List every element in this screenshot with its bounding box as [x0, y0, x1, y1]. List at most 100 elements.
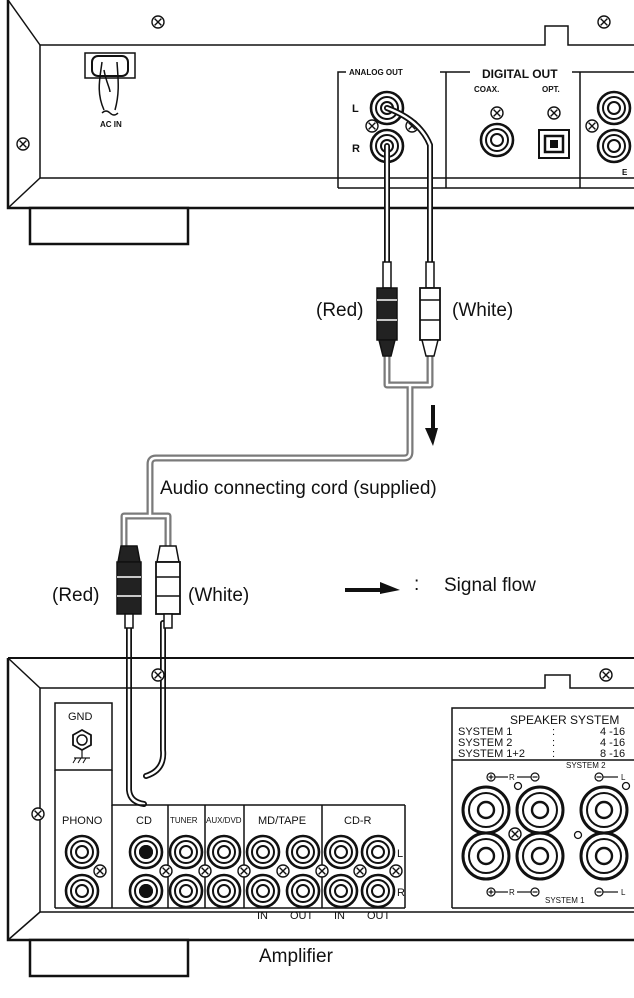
screw-icon	[490, 106, 504, 120]
gnd-terminal-icon	[72, 728, 92, 764]
r-bottom-label: R	[509, 888, 515, 897]
cd-r-plug-tip	[139, 884, 153, 898]
cd-r-out-r-jack	[360, 873, 396, 909]
screw-icon	[276, 864, 290, 878]
screw-icon	[353, 864, 367, 878]
white-plug-bottom	[155, 545, 181, 629]
l-top-label: L	[621, 773, 626, 782]
aux-dvd-label: AUX/DVD	[206, 816, 242, 825]
system-2-row: SYSTEM 2	[458, 737, 512, 749]
cd-right-label: R	[352, 143, 360, 155]
cd-r-in-l-jack	[323, 834, 359, 870]
amp-right-label: R	[397, 887, 405, 899]
cd-player-rear-panel: AC IN ANALOG OUT DIGITAL OUT COAX. OPT. …	[6, 0, 634, 246]
tuner-r-jack	[168, 873, 204, 909]
cd-r-in-label: IN	[334, 910, 345, 922]
md-tape-out-r-jack	[285, 873, 321, 909]
screw-icon	[508, 827, 522, 841]
cut-off-jack	[596, 90, 632, 126]
digital-out-label: DIGITAL OUT	[482, 67, 558, 81]
amp-left-label: L	[397, 848, 403, 860]
screw-icon	[547, 106, 561, 120]
tuner-l-jack	[168, 834, 204, 870]
screw-icon	[16, 137, 30, 151]
coax-label: COAX.	[474, 85, 499, 94]
md-tape-out-label: OUT	[290, 910, 314, 922]
screw-icon	[389, 864, 403, 878]
screw-icon	[237, 864, 251, 878]
legend-colon: :	[414, 574, 419, 595]
md-tape-out-l-jack	[285, 834, 321, 870]
md-tape-in-r-jack	[245, 873, 281, 909]
ohm-1: 4 -16	[600, 726, 625, 738]
colon-3: :	[552, 748, 555, 760]
system-1-label: SYSTEM 1	[545, 896, 585, 905]
system-2-r-minus-terminal	[515, 785, 565, 835]
analog-out-label: ANALOG OUT	[349, 68, 403, 77]
red-label-bottom: (Red)	[52, 585, 100, 606]
opt-label: OPT.	[542, 85, 560, 94]
cd-left-label: L	[352, 103, 359, 115]
system-2-label: SYSTEM 2	[566, 761, 606, 770]
indicator-dot	[621, 781, 631, 791]
phono-label: PHONO	[62, 815, 103, 827]
cd-player-foot	[28, 206, 190, 246]
screw-icon	[159, 864, 173, 878]
gnd-label: GND	[68, 711, 93, 723]
white-label-top: (White)	[452, 300, 513, 321]
cut-letter: E	[622, 168, 628, 177]
optical-jack	[538, 129, 570, 159]
screw-icon	[151, 15, 165, 29]
red-label-top: (Red)	[316, 300, 364, 321]
aux-dvd-l-jack	[206, 834, 242, 870]
system-2-l-terminal	[579, 785, 629, 835]
cd-r-in-r-jack	[323, 873, 359, 909]
indicator-dot	[513, 781, 523, 791]
ohm-2: 4 -16	[600, 737, 625, 749]
screw-icon	[315, 864, 329, 878]
system-1-l-terminal	[579, 831, 629, 881]
amplifier-caption: Amplifier	[259, 946, 334, 967]
cd-r-out-label: OUT	[367, 910, 391, 922]
polarity-marker-top	[486, 772, 618, 782]
screw-icon	[31, 807, 45, 821]
screw-icon	[93, 864, 107, 878]
signal-flow-arrow-icon	[425, 405, 438, 446]
screw-icon	[599, 668, 613, 682]
audio-connecting-cord	[120, 105, 434, 807]
signal-flow-label: Signal flow	[444, 575, 536, 596]
polarity-marker-bottom	[486, 887, 618, 897]
system-1-2-row: SYSTEM 1+2	[458, 748, 525, 760]
phono-l-jack	[64, 834, 100, 870]
system-1-r-minus-terminal	[515, 831, 565, 881]
md-tape-label: MD/TAPE	[258, 815, 306, 827]
signal-flow-legend: : Signal flow	[345, 574, 536, 596]
amplifier-foot	[28, 938, 190, 978]
cd-input-label: CD	[136, 815, 152, 827]
system-1-row: SYSTEM 1	[458, 726, 512, 738]
speaker-system-label: SPEAKER SYSTEM	[510, 713, 619, 727]
screw-icon	[365, 119, 379, 133]
tuner-label: TUNER	[170, 816, 198, 825]
r-top-label: R	[509, 773, 515, 782]
screw-icon	[151, 668, 165, 682]
ac-in-label: AC IN	[100, 120, 122, 129]
white-plug-top	[419, 261, 441, 357]
screw-icon	[198, 864, 212, 878]
ac-in-socket	[84, 52, 136, 116]
phono-r-jack	[64, 873, 100, 909]
cd-r-out-l-jack	[360, 834, 396, 870]
system-2-r-plus-terminal	[461, 785, 511, 835]
cd-r-label: CD-R	[344, 815, 372, 827]
system-1-r-plus-terminal	[461, 831, 511, 881]
white-label-bottom: (White)	[188, 585, 249, 606]
md-tape-in-label: IN	[257, 910, 268, 922]
cut-off-jack	[596, 128, 632, 164]
amplifier-rear-panel: GND PHONO CD TUNER AUX/DVD MD/TAPE CD-R …	[6, 657, 634, 978]
colon-2: :	[552, 737, 555, 749]
cord-caption: Audio connecting cord (supplied)	[160, 478, 437, 499]
md-tape-in-l-jack	[245, 834, 281, 870]
red-plug-top	[376, 261, 398, 357]
screw-icon	[585, 119, 599, 133]
